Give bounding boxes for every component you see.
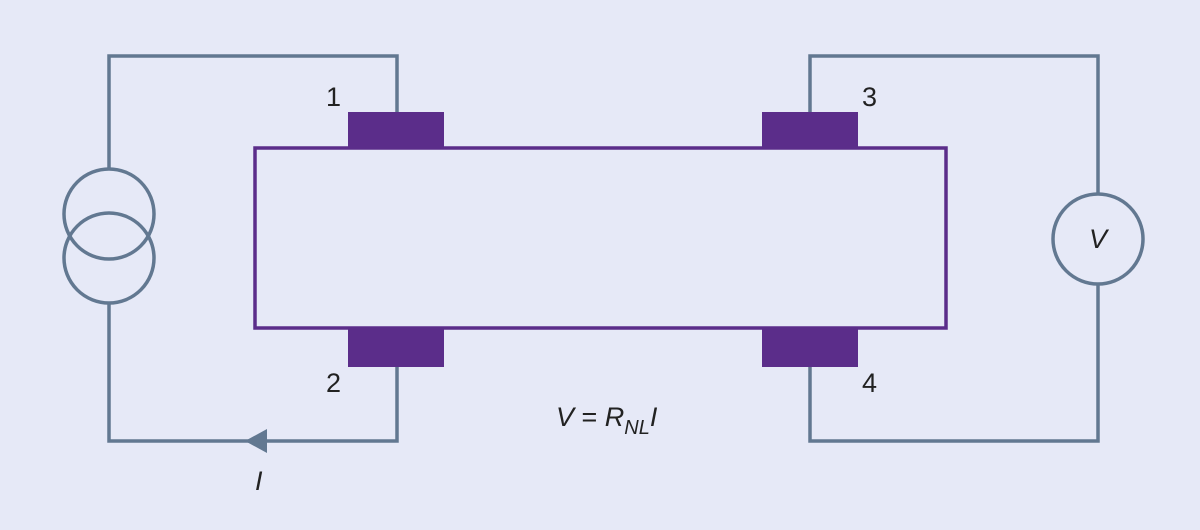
voltmeter-ring <box>1051 192 1145 286</box>
contact-pad-4 <box>762 328 858 367</box>
equation-equals: = <box>574 402 605 432</box>
right-circuit-wire <box>808 54 1100 443</box>
terminal-label-4: 4 <box>862 368 877 398</box>
terminal-label-3: 3 <box>862 82 877 112</box>
equation-current: I <box>650 402 658 432</box>
current-source-upper-ring <box>62 167 156 261</box>
equation-voltage: V <box>556 402 577 432</box>
current-source-icon <box>62 167 156 305</box>
equation-resistance-subscript: NL <box>624 417 650 439</box>
current-direction-arrow-icon <box>245 429 267 453</box>
contact-pad-2 <box>348 328 444 367</box>
terminal-label-2: 2 <box>326 368 341 398</box>
terminal-label-1: 1 <box>326 82 341 112</box>
equation-resistance: R <box>605 402 625 432</box>
voltmeter-label: V <box>1089 224 1110 254</box>
sample-channel <box>253 146 948 330</box>
nonlocal-resistance-equation: V = RNLI <box>556 402 658 439</box>
current-source-lower-ring <box>62 211 156 305</box>
current-label: I <box>255 466 263 496</box>
contact-pad-1 <box>348 112 444 149</box>
voltmeter-icon: V <box>1051 192 1145 286</box>
contact-pad-3 <box>762 112 858 149</box>
